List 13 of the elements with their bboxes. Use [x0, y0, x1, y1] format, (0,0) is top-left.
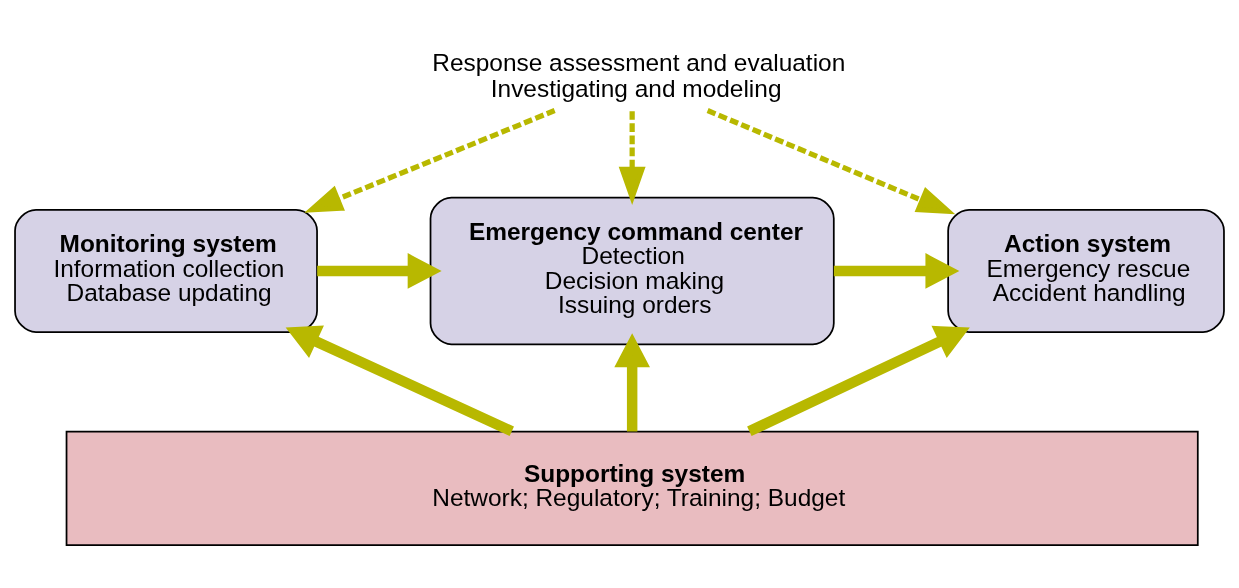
node-box: Monitoring system Information collection Database updating [14, 208, 318, 333]
node-box: Supporting system Network; Regulatory; Training; Budget [65, 430, 1199, 546]
arrow [317, 252, 442, 289]
node-text: Response assessment and evaluation Investigating and modeling [432, 48, 846, 102]
node-box: Action system Emergency rescue Accident handling [947, 208, 1225, 333]
arrow [833, 252, 960, 289]
arrow [285, 325, 514, 436]
arrow [304, 107, 556, 213]
arrow [747, 325, 970, 436]
arrow [706, 107, 956, 214]
arrow [614, 332, 650, 431]
arrow [618, 110, 646, 205]
node-box: Emergency command center Detection Decision making Issuing orders [429, 196, 835, 345]
